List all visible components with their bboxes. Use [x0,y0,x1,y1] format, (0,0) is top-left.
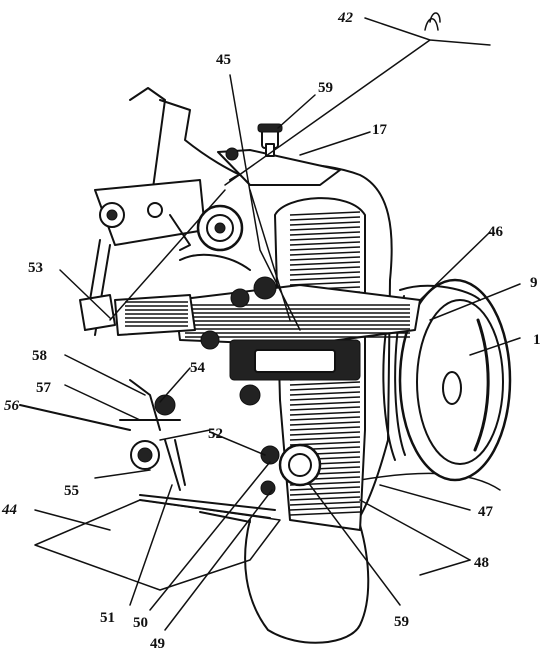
hatch-line [289,276,361,281]
hatch-line [289,271,361,276]
callout-17: 17 [372,122,388,138]
hatch-line [289,416,361,421]
hatch-line [289,436,361,441]
leader-lines [19,12,521,631]
hatch-line [289,496,361,501]
callout-47: 47 [478,504,494,520]
hatch-line [289,231,361,236]
hatch-line [289,261,361,266]
hatch-line [289,396,361,401]
callout-51: 51 [100,610,115,626]
callout-57: 57 [36,380,52,396]
hatch-line [289,246,361,251]
callout-55: 55 [64,483,79,499]
hatch-line [289,256,361,261]
hatch-line [289,211,361,216]
shaft-shading [185,304,410,338]
hatch-line [289,386,361,391]
callout-45: 45 [216,52,231,68]
hatch-line [289,506,361,511]
callout-54: 54 [190,360,206,376]
hatch-line [289,491,361,496]
callout-9: 9 [530,275,538,291]
callout-52: 52 [208,426,223,442]
hatch-line [289,486,361,491]
needle-holder-shading [125,301,188,327]
hatch-line [289,236,361,241]
hatch-line [289,426,361,431]
thread-tension-top [217,123,341,186]
callout-labels: 42 45 59 17 46 9 1 53 58 54 57 56 52 55 … [1,10,541,652]
callout-42: 42 [337,10,354,26]
callout-59-top: 59 [318,80,333,96]
handwheel [382,278,512,482]
hatch-line [289,221,361,226]
hatch-line [289,266,361,271]
callout-58: 58 [32,348,47,364]
callout-53: 53 [28,260,43,276]
hatch-line [289,381,361,386]
looper-assembly [119,379,322,523]
callout-59-bottom: 59 [394,614,409,630]
hatch-line [289,241,361,246]
callout-44: 44 [1,502,18,518]
callout-49: 49 [150,636,165,652]
hatch-line [289,501,361,506]
hatch-line [289,401,361,406]
thread-paths [109,39,431,331]
hatch-line [289,511,361,516]
callout-56: 56 [4,398,20,414]
drive-shaft-assembly [174,276,421,406]
callout-50: 50 [133,615,148,631]
callout-48: 48 [474,555,489,571]
hatch-line [289,421,361,426]
hatch-line [289,406,361,411]
hatch-line [289,391,361,396]
hatch-line [289,411,361,416]
hatch-line [289,251,361,256]
callout-1: 1 [533,332,541,348]
upper-arm-and-needle-bar [79,87,251,336]
hatch-line [289,431,361,436]
hatch-line [289,216,361,221]
hatch-line [289,226,361,231]
callout-46: 46 [488,224,504,240]
